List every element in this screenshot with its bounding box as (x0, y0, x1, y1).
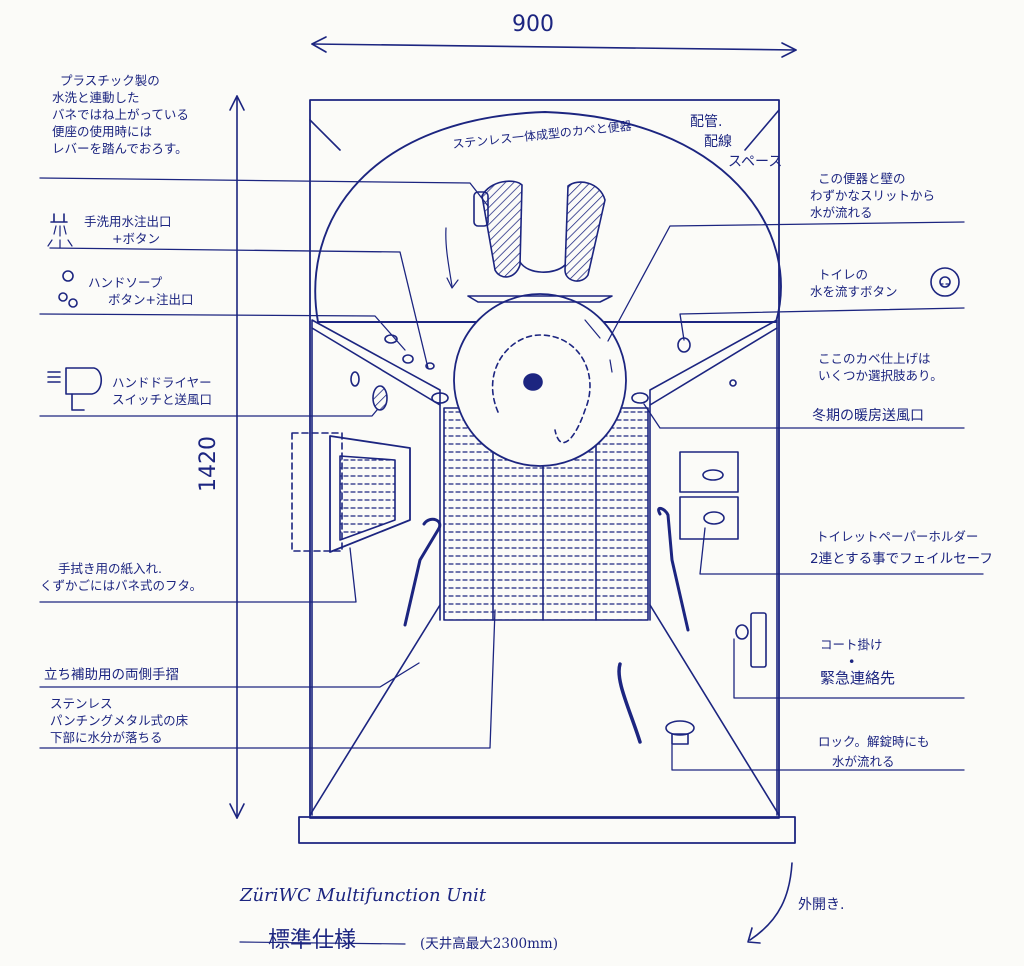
title-unit-name: ZüriWC Multifunction Unit (240, 885, 487, 906)
dryer-note: ハンドドライヤー スイッチと送風口 (112, 374, 212, 408)
width-dimension-label: 900 (512, 12, 554, 37)
paper-bin-note: 手拭き用の紙入れ. くずかごにはバネ式のフタ。 (40, 560, 202, 594)
flush-note: トイレの 水を流すボタン (810, 266, 898, 300)
note-line: パンチングメタル式の床 (50, 713, 189, 728)
note-line: トイレットペーパーホルダー (816, 529, 979, 544)
height-dimension-line (229, 95, 245, 819)
note-line: 緊急連絡先 (820, 669, 896, 687)
faucet-icon (47, 213, 73, 249)
right-wall-fixtures (617, 267, 960, 745)
note-line: ここのカベ仕上げは (818, 351, 931, 366)
pipe-space-line: 配線 (704, 134, 732, 150)
note-line: 水洗と連動した (52, 90, 140, 105)
note-line: レバーを踏んでおろす。 (52, 141, 188, 156)
heater-note: 冬期の暖房送風口 (812, 408, 924, 424)
pipe-space-label: 配管. 配線 スペース (690, 112, 782, 172)
note-line: トイレの (818, 267, 869, 282)
handrail-note: 立ち補助用の両側手摺 (44, 667, 179, 683)
note-line: コート掛け (820, 637, 883, 652)
note-line: 手洗用水注出口 (84, 214, 172, 229)
note-line: 手拭き用の紙入れ. (58, 561, 162, 576)
door-note: 外開き. (798, 897, 845, 913)
note-line: くずかごにはバネ式のフタ。 (40, 578, 203, 593)
pipe-space-line: 配管. (690, 114, 723, 130)
width-dimension-line (311, 36, 797, 58)
seat-note: プラスチック製の 水洗と連動した バネではね上がっている 便座の使用時には レバ… (52, 72, 189, 157)
leader-lines-left (39, 177, 496, 749)
toilet-seat (473, 180, 606, 282)
title-ceiling: (天井高最大2300mm) (420, 936, 558, 952)
soap-note: ハンドソープ ボタン+注出口 (88, 274, 193, 308)
pipe-space-line: スペース (728, 154, 783, 170)
soap-icon (58, 270, 78, 308)
arch-wall (314, 111, 782, 323)
note-line: 便座の使用時には (52, 124, 153, 139)
flow-arrows (445, 227, 613, 373)
paper-holder-note: トイレットペーパーホルダー 2連とする事でフェイルセーフ (810, 526, 993, 570)
note-line: 水を流すボタン (810, 284, 898, 299)
note-line: わずかなスリットから (810, 188, 936, 203)
note-line: +ボタン (112, 231, 160, 246)
hand-dryer-icon (47, 367, 103, 411)
door-swing-arrow (747, 862, 793, 944)
title-underline (239, 941, 406, 945)
floor-note: ステンレス パンチングメタル式の床 下部に水分が落ちる (50, 695, 188, 746)
side-walls (311, 319, 778, 816)
note-line: プラスチック製の (60, 73, 160, 88)
slit-note: この便器と壁の わずかなスリットから 水が流れる (810, 170, 935, 221)
toilet-bowl (453, 293, 627, 467)
left-wall-fixtures (291, 334, 449, 627)
title-spec: 標準仕様 (268, 928, 357, 953)
height-dimension-label: 1420 (196, 436, 221, 492)
note-line: 水が流れる (832, 754, 895, 769)
note-line: ステンレス (50, 696, 113, 711)
note-line: バネではね上がっている (52, 107, 189, 122)
leader-lines-right (607, 221, 984, 771)
note-line: この便器と壁の (818, 171, 906, 186)
note-line: ハンドドライヤー (112, 375, 212, 390)
note-line: ロック。解錠時にも (818, 734, 930, 749)
finish-note: ここのカベ仕上げは いくつか選択肢あり。 (818, 350, 943, 384)
unit-outline (298, 99, 796, 844)
note-line: いくつか選択肢あり。 (818, 368, 943, 383)
note-line: 2連とする事でフェイルセーフ (810, 551, 993, 567)
hook-note: コート掛け • 緊急連絡先 (820, 636, 895, 687)
note-line: • (848, 654, 856, 669)
note-line: 下部に水分が落ちる (50, 730, 163, 745)
note-line: ハンドソープ (88, 275, 163, 290)
note-line: スイッチと送風口 (112, 392, 213, 407)
lock-note: ロック。解錠時にも 水が流れる (818, 732, 930, 772)
faucet-note: 手洗用水注出口 +ボタン (84, 213, 172, 247)
note-line: 水が流れる (810, 205, 873, 220)
note-line: ボタン+注出口 (108, 292, 194, 307)
